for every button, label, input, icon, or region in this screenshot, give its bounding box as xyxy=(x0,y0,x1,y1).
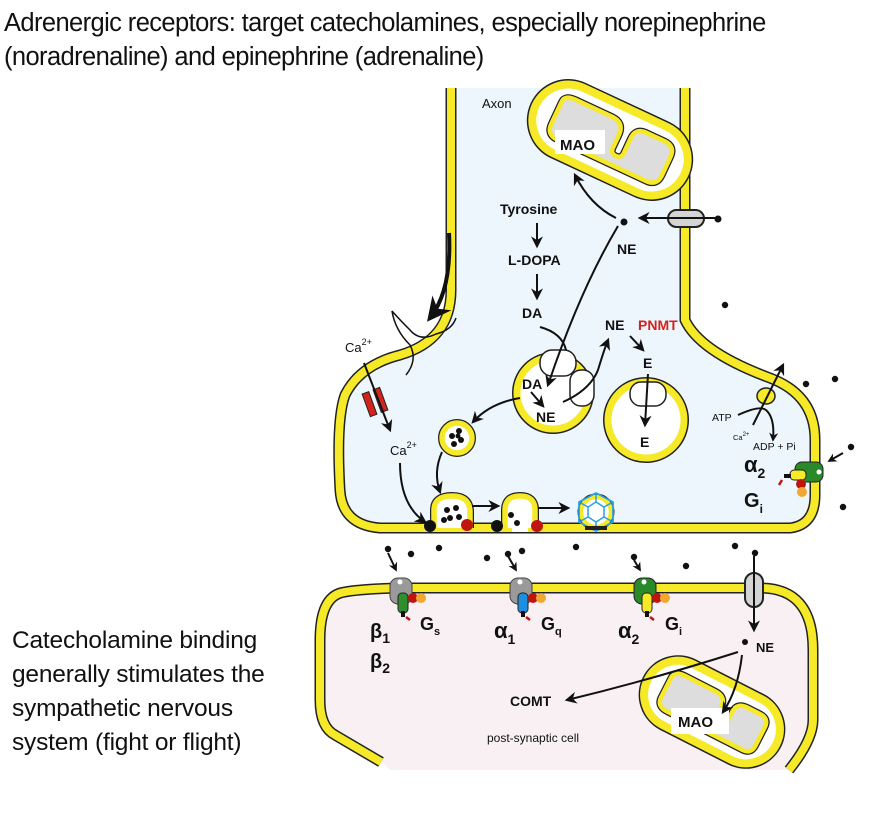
vesicle-transport-arrow xyxy=(471,397,521,424)
pnmt-label: PNMT xyxy=(638,317,678,333)
side-note: Catecholamine binding generally stimulat… xyxy=(12,624,322,760)
ne-reuptake-label: NE xyxy=(617,241,636,257)
vesicle-ne-label: NE xyxy=(536,409,555,425)
beta2-label: β2 xyxy=(370,651,390,676)
ne-into-vesicle-arrow xyxy=(545,225,619,388)
ca-inside-label: Ca2+ xyxy=(390,440,417,458)
ne-molecule xyxy=(714,215,722,223)
alpha1-receptor xyxy=(507,555,546,621)
ne-molecule xyxy=(742,639,748,645)
ca-outside-label: Ca2+ xyxy=(345,337,372,355)
post-synaptic-label: post-synaptic cell xyxy=(487,731,579,745)
action-potential-wave xyxy=(391,310,457,338)
adp-pi-label: ADP + Pi xyxy=(753,441,796,453)
slide-title: Adrenergic receptors: target catecholami… xyxy=(4,6,888,74)
mao-bottom-label: MAO xyxy=(678,714,713,731)
fusing-vesicle xyxy=(491,491,543,532)
alpha2-label: α2 xyxy=(618,618,640,647)
gi-label: Gi xyxy=(665,614,682,638)
ne-to-comt-arrow xyxy=(564,651,739,704)
pnmt-arrow xyxy=(629,335,645,352)
ca-exocytosis-arrow xyxy=(399,462,427,524)
side-note-line-4: system (fight or flight) xyxy=(12,729,242,756)
beta1-label: β1 xyxy=(370,621,390,646)
ca-influx-arrow xyxy=(363,362,393,433)
alpha2-receptor xyxy=(632,559,670,621)
title-line-2: (noradrenaline) and epinephrine (adrenal… xyxy=(4,43,484,71)
da-label: DA xyxy=(522,305,542,321)
pre-alpha2-label: α2 xyxy=(744,452,766,481)
clathrin-coated-vesicle xyxy=(577,491,615,533)
e-into-vesicle-arrow xyxy=(639,373,652,428)
alpha1-label: α1 xyxy=(494,618,516,647)
side-note-line-2: generally stimulates the xyxy=(12,661,265,688)
snare-black xyxy=(491,520,503,532)
snare-red xyxy=(461,519,473,531)
vmat-transporter xyxy=(569,369,595,407)
vmat-transporter xyxy=(539,349,577,377)
da-uptake-line xyxy=(539,326,567,351)
axon-label: Axon xyxy=(482,96,512,111)
presynaptic-alpha2-receptor xyxy=(777,452,844,497)
postsynaptic-transporter xyxy=(744,556,764,633)
pre-gi-label: Gi xyxy=(744,490,763,516)
ca-small-label: Ca2+ xyxy=(733,432,750,442)
action-potential-arrow xyxy=(427,232,452,322)
mao-bottom-label-bg xyxy=(671,708,729,734)
ne-synth-label: NE xyxy=(605,317,624,333)
beta-receptor xyxy=(387,552,426,621)
da-to-ne-arrow xyxy=(530,391,545,408)
gq-label: Gq xyxy=(541,614,562,638)
title-line-1: Adrenergic receptors: target catecholami… xyxy=(4,9,766,37)
comt-label: COMT xyxy=(510,693,552,709)
l-dopa-label: L-DOPA xyxy=(508,252,561,268)
tyrosine-label: Tyrosine xyxy=(500,201,558,217)
ne-to-mao-arrow xyxy=(573,172,617,219)
mitochondrion-top xyxy=(526,79,694,201)
e-cyto-label: E xyxy=(643,355,652,371)
reuptake-transporter-top xyxy=(620,209,722,228)
gs-label: Gs xyxy=(420,614,440,638)
ne-molecule xyxy=(620,218,628,226)
snare-red xyxy=(531,520,543,532)
docked-vesicle xyxy=(424,491,474,532)
mao-top-label-bg xyxy=(555,130,605,154)
vesicle-e-label: E xyxy=(640,434,649,450)
vesicle-da-ne xyxy=(512,349,595,434)
loaded-vesicle xyxy=(438,419,476,457)
atp-pump xyxy=(737,362,785,442)
action-potential-wave xyxy=(391,310,414,376)
mao-top-label: MAO xyxy=(560,137,595,154)
vesicle-docking-arrow xyxy=(431,451,443,495)
ne-out-arrow xyxy=(562,337,611,403)
snare-black xyxy=(424,520,436,532)
atp-label: ATP xyxy=(712,412,732,424)
ne-post-label: NE xyxy=(756,640,774,655)
synaptic-cleft-ne xyxy=(384,301,855,570)
side-note-line-1: Catecholamine binding xyxy=(12,627,258,654)
side-note-line-3: sympathetic nervous xyxy=(12,695,233,722)
ne-to-mao-bottom-arrow xyxy=(721,654,743,714)
vesicle-da-label: DA xyxy=(522,376,542,392)
